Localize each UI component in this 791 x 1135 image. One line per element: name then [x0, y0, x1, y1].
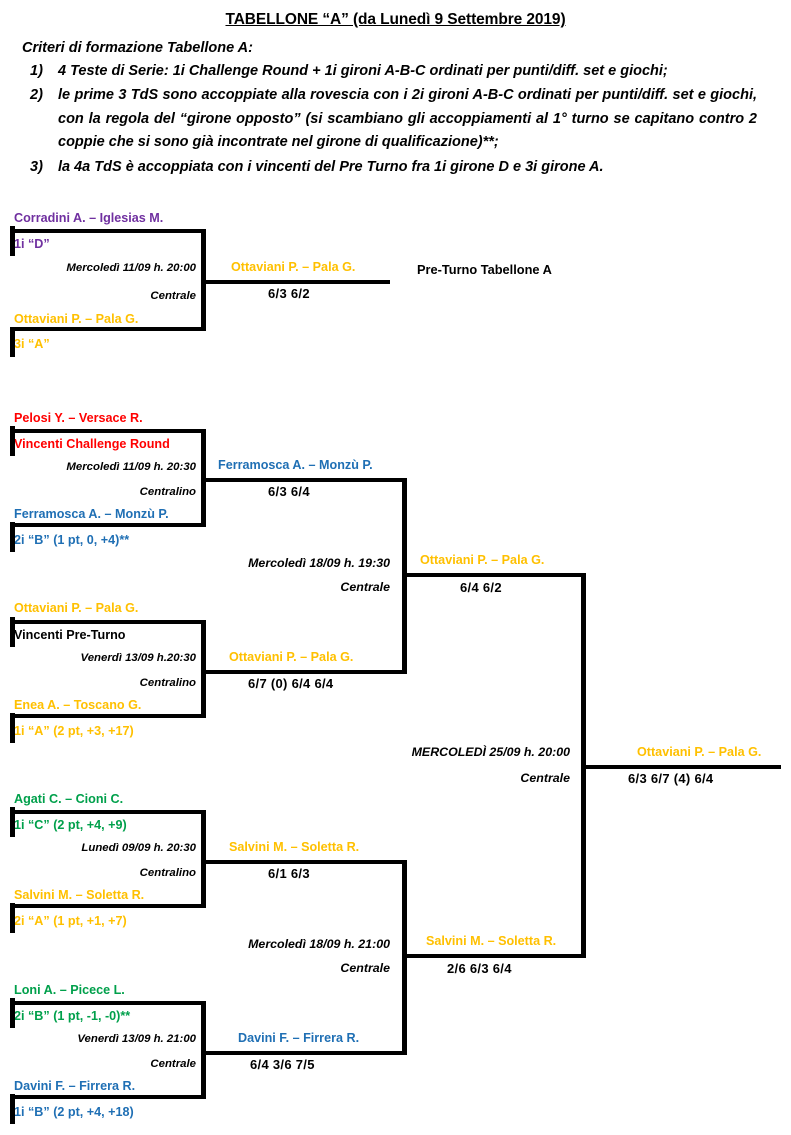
r1-m2-schedule-date: Venerdì 13/09 h.20:30 — [80, 652, 196, 664]
preturno-score: 6/3 6/2 — [268, 286, 310, 301]
r1-m4-score: 6/4 3/6 7/5 — [250, 1057, 315, 1072]
preturno-bottom-team: Ottaviani P. – Pala G. — [14, 312, 139, 326]
preturno-bottom-line — [10, 327, 206, 331]
preturno-top-line — [10, 229, 206, 233]
r1-m1-bottom-seed: 2i “B” (1 pt, 0, +4)** — [14, 533, 130, 547]
r1-m1-bottom-line — [10, 523, 206, 527]
r1-m2-winner: Ottaviani P. – Pala G. — [229, 650, 354, 664]
r1-m4-join-bar — [201, 1001, 206, 1099]
r1-m1-bottom-team: Ferramosca A. – Monzù P. — [14, 507, 169, 521]
final-winner: Ottaviani P. – Pala G. — [637, 745, 762, 759]
r1-m2-bottom-line — [10, 714, 206, 718]
r1-m2-bottom-team: Enea A. – Toscano G. — [14, 698, 142, 712]
r1-m1-bottom-stem — [10, 522, 15, 552]
r1-m3-top-stem — [10, 807, 15, 837]
r1-m2-winner-line — [206, 670, 407, 674]
r1-m4-bottom-seed: 1i “B” (2 pt, +4, +18) — [14, 1105, 134, 1119]
r1-m2-top-seed: Vincenti Pre-Turno — [14, 628, 126, 642]
r1-m3-bottom-line — [10, 904, 206, 908]
r1-m4-schedule-court: Centrale — [150, 1058, 196, 1070]
preturno-join-bar — [201, 229, 206, 331]
preturno-bottom-seed: 3i “A” — [14, 337, 50, 351]
preturno-top-stem — [10, 226, 15, 256]
sf1-winner-line — [407, 573, 585, 577]
sf1-score: 6/4 6/2 — [460, 580, 502, 595]
preturno-top-seed: 1i “D” — [14, 237, 50, 251]
r1-m1-top-line — [10, 429, 206, 433]
r1-m3-top-line — [10, 810, 206, 814]
r1-m3-top-team: Agati C. – Cioni C. — [14, 792, 124, 806]
r1-m3-schedule-date: Lunedì 09/09 h. 20:30 — [81, 842, 196, 854]
r1-m2-score: 6/7 (0) 6/4 6/4 — [248, 676, 334, 691]
r1-m2-join-bar — [201, 620, 206, 718]
r1-m2-bottom-stem — [10, 713, 15, 743]
preturno-top-team: Corradini A. – Iglesias M. — [14, 211, 164, 225]
preturno-bottom-stem — [10, 327, 15, 357]
r1-m3-winner: Salvini M. – Soletta R. — [229, 840, 360, 854]
r1-m4-winner: Davini F. – Firrera R. — [238, 1031, 360, 1045]
preturno-winner-line — [206, 280, 390, 284]
sf2-join-bar — [402, 860, 407, 1055]
sf1-schedule-court: Centrale — [340, 580, 390, 594]
r1-m1-top-stem — [10, 426, 15, 456]
r1-m2-bottom-seed: 1i “A” (2 pt, +3, +17) — [14, 724, 134, 738]
r1-m4-bottom-stem — [10, 1094, 15, 1124]
r1-m4-schedule-date: Venerdì 13/09 h. 21:00 — [77, 1033, 196, 1045]
r1-m2-top-stem — [10, 617, 15, 647]
r1-m3-bottom-seed: 2i “A” (1 pt, +1, +7) — [14, 914, 127, 928]
r1-m3-score: 6/1 6/3 — [268, 866, 310, 881]
preturno-schedule-court: Centrale — [150, 290, 196, 302]
sf2-schedule-court: Centrale — [340, 961, 390, 975]
r1-m3-join-bar — [201, 810, 206, 908]
r1-m2-top-line — [10, 620, 206, 624]
sf2-score: 2/6 6/3 6/4 — [447, 961, 512, 976]
r1-m4-top-seed: 2i “B” (1 pt, -1, -0)** — [14, 1009, 131, 1023]
r1-m3-winner-line — [206, 860, 407, 864]
r1-m1-top-seed: Vincenti Challenge Round — [14, 437, 170, 451]
r1-m1-schedule-court: Centralino — [139, 486, 196, 498]
final-join-bar — [581, 573, 586, 958]
preturno-winner: Ottaviani P. – Pala G. — [231, 260, 356, 274]
r1-m4-top-team: Loni A. – Picece L. — [14, 983, 125, 997]
sf2-winner: Salvini M. – Soletta R. — [426, 934, 557, 948]
header-block: TABELLONE “A” (da Lunedì 9 Settembre 201… — [0, 0, 791, 180]
sf1-schedule-date: Mercoledì 18/09 h. 19:30 — [248, 556, 390, 570]
r1-m3-bottom-team: Salvini M. – Soletta R. — [14, 888, 145, 902]
criteria-item-1: 4 Teste di Serie: 1i Challenge Round + 1… — [30, 60, 668, 84]
sf1-winner: Ottaviani P. – Pala G. — [420, 553, 545, 567]
r1-m2-schedule-court: Centralino — [139, 677, 196, 689]
criteria-item-3: la 4a TdS è accoppiata con i vincenti de… — [30, 156, 604, 180]
r1-m4-bottom-line — [10, 1095, 206, 1099]
r1-m3-bottom-stem — [10, 903, 15, 933]
criteria-item-2: le prime 3 TdS sono accoppiate alla rove… — [30, 84, 757, 151]
criteria-heading: Criteri di formazione Tabellone A: — [22, 40, 253, 56]
r1-m4-bottom-team: Davini F. – Firrera R. — [14, 1079, 136, 1093]
r1-m4-top-line — [10, 1001, 206, 1005]
r1-m1-top-team: Pelosi Y. – Versace R. — [14, 411, 143, 425]
page-title: TABELLONE “A” (da Lunedì 9 Settembre 201… — [225, 11, 566, 28]
r1-m4-winner-line — [206, 1051, 407, 1055]
r1-m3-schedule-court: Centralino — [139, 867, 196, 879]
r1-m4-top-stem — [10, 998, 15, 1028]
r1-m3-top-seed: 1i “C” (2 pt, +4, +9) — [14, 818, 127, 832]
final-score: 6/3 6/7 (4) 6/4 — [628, 771, 714, 786]
r1-m1-winner-line — [206, 478, 407, 482]
preturno-tabellone-label: Pre-Turno Tabellone A — [417, 262, 552, 277]
final-schedule-date: MERCOLEDÌ 25/09 h. 20:00 — [411, 745, 570, 759]
final-winner-line — [586, 765, 781, 769]
r1-m1-schedule-date: Mercoledì 11/09 h. 20:30 — [66, 461, 196, 473]
sf2-winner-line — [407, 954, 585, 958]
r1-m1-score: 6/3 6/4 — [268, 484, 310, 499]
r1-m1-join-bar — [201, 429, 206, 527]
r1-m1-winner: Ferramosca A. – Monzù P. — [218, 458, 373, 472]
sf2-schedule-date: Mercoledì 18/09 h. 21:00 — [248, 937, 390, 951]
preturno-schedule-date: Mercoledì 11/09 h. 20:00 — [66, 262, 196, 274]
final-schedule-court: Centrale — [520, 771, 570, 785]
sf1-join-bar — [402, 478, 407, 674]
criteria-list: 4 Teste di Serie: 1i Challenge Round + 1… — [0, 60, 791, 180]
r1-m2-top-team: Ottaviani P. – Pala G. — [14, 601, 139, 615]
